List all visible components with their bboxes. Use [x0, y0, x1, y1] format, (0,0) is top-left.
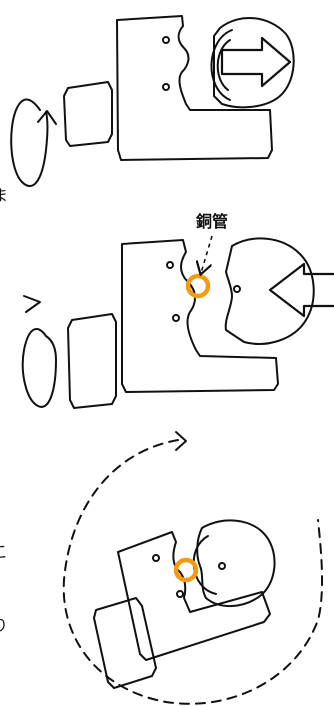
frame-hole-step1-bottom — [162, 83, 170, 91]
knob-step3 — [93, 597, 157, 689]
wheel-arc-step1 — [210, 29, 233, 101]
frame-hole-step3-bottom — [176, 590, 184, 598]
margin-glyph-1: ま — [0, 186, 9, 205]
cutter-frame-step1 — [116, 15, 273, 161]
knob-step1 — [63, 81, 113, 147]
frame-hole-step1-top — [162, 36, 170, 44]
push-arrow-left-icon — [268, 262, 334, 318]
rotation-arrow-step1-head — [37, 110, 57, 125]
orbit-arrow-head — [175, 431, 187, 451]
margin-glyph-3: り — [0, 616, 9, 635]
cutter-frame-step3 — [117, 531, 271, 661]
rotation-arrow-step2-head — [23, 295, 41, 313]
copper-pipe-ring-step3 — [173, 557, 199, 583]
knob-step2 — [67, 313, 117, 409]
frame-hole-step3-top — [152, 554, 160, 562]
copper-pipe-leader — [201, 235, 213, 273]
orbit-path-dashed — [62, 439, 324, 705]
rotation-arrow-step1-icon — [10, 98, 49, 187]
push-arrow-right-icon — [220, 36, 292, 88]
cutter-wheel-step2 — [224, 237, 315, 345]
wheel-hub-step3 — [218, 562, 226, 570]
margin-glyph-2: こ — [0, 542, 9, 561]
cutter-wheel-step3 — [196, 519, 276, 607]
cutter-frame-step2 — [121, 239, 279, 393]
cutter-wheel-step1 — [213, 16, 295, 109]
frame-hole-step2-bottom — [172, 314, 180, 322]
frame-hole-step2-top — [166, 261, 174, 269]
copper-pipe-label: 銅管 — [196, 212, 229, 231]
wheel-arc-step1-inner — [216, 39, 231, 91]
wheel-hub-step2 — [233, 285, 241, 293]
rotation-arrow-step2-icon — [21, 328, 57, 408]
